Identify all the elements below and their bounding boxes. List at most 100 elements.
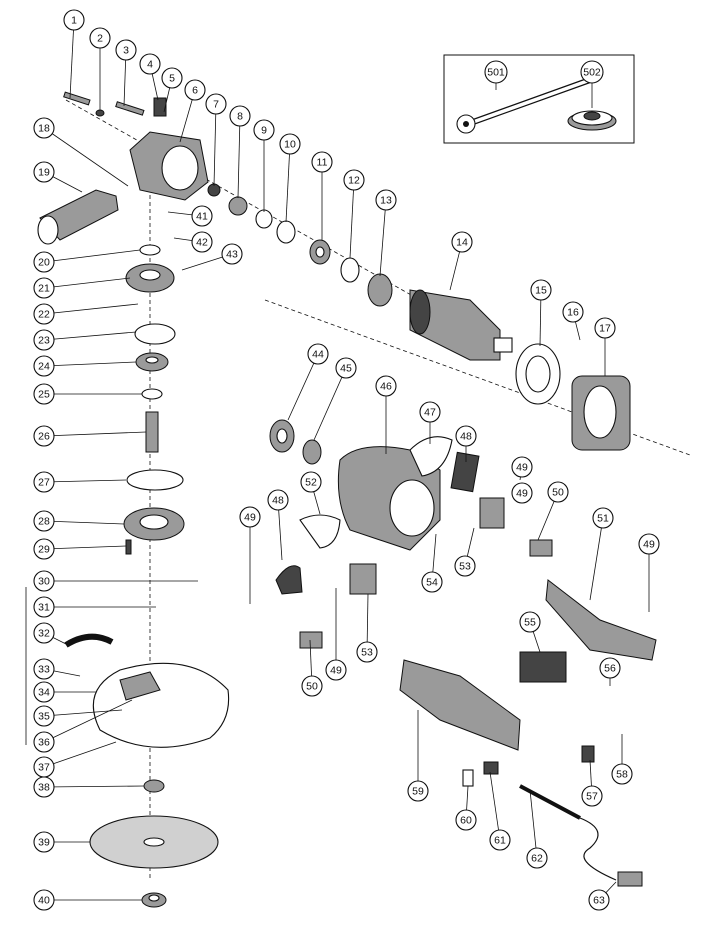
brush-holder-53-lower [349, 563, 377, 595]
part-number-label: 38 [38, 782, 50, 794]
accessory-callout-1: 502 [580, 60, 604, 108]
part-callout-13: 14 [449, 231, 473, 291]
bearing-24 [135, 352, 169, 372]
washer-9 [255, 209, 273, 229]
callout-circle [33, 355, 55, 377]
part-callout-10: 11 [311, 151, 333, 240]
part-number-label: 33 [38, 664, 50, 676]
callout-circle [89, 27, 111, 49]
callout-circle [33, 471, 55, 493]
part-callout-37: 38 [33, 776, 145, 798]
part-callout-5: 6 [179, 79, 206, 143]
callout-circle [454, 555, 476, 577]
part-number-label: 40 [38, 895, 50, 907]
part-number-label: 7 [213, 99, 219, 111]
callout-circle [33, 329, 55, 351]
handle-cover-51 [545, 579, 657, 661]
part-number-label: 2 [97, 33, 103, 45]
grinding-wheel-39 [89, 815, 219, 869]
part-number-label: 63 [593, 895, 605, 907]
wheel-nut-40 [141, 892, 167, 908]
callout-circle [33, 681, 55, 703]
callout-circle [455, 425, 477, 447]
wheel-nut [567, 110, 617, 131]
callout-circle [239, 506, 261, 528]
part-number-label: 46 [380, 381, 392, 393]
part-callout-69: 63 [588, 881, 617, 911]
bearing-45 [302, 439, 322, 465]
part-callout-22: 23 [33, 329, 137, 351]
callout-circle [419, 401, 441, 423]
cord-clip-57 [581, 745, 595, 763]
part-number-label: 17 [599, 323, 611, 335]
cord-63 [579, 817, 643, 887]
part-number-label: 19 [38, 167, 50, 179]
callout-circle [33, 570, 55, 592]
part-callout-23: 24 [33, 355, 137, 377]
gear-21 [125, 263, 175, 293]
part-callout-26: 27 [33, 471, 127, 493]
leader-line [213, 103, 217, 187]
part-number-label: 36 [38, 737, 50, 749]
carbon-brush-50-lower [299, 631, 323, 649]
callout-circle [33, 731, 55, 753]
gear-cover-6 [129, 131, 209, 201]
callout-circle [33, 510, 55, 532]
switch-55 [519, 651, 567, 683]
callout-circle [33, 831, 55, 853]
leader-line [43, 785, 145, 788]
cover-52 [299, 514, 341, 549]
part-number-label: 25 [38, 389, 50, 401]
part-number-label: 39 [38, 837, 50, 849]
callout-circle [407, 780, 429, 802]
handle-59 [399, 659, 521, 751]
callout-circle [33, 658, 55, 680]
part-callout-4: 5 [161, 67, 183, 113]
part-number-label: 22 [38, 309, 50, 321]
part-number-label: 35 [38, 711, 50, 723]
part-number-label: 4 [147, 59, 153, 71]
part-callout-18: 19 [33, 161, 83, 193]
part-number-label: 41 [196, 211, 208, 223]
callout-circle [33, 303, 55, 325]
part-number-label: 52 [305, 477, 317, 489]
part-number-label: 48 [460, 431, 472, 443]
part-number-label: 53 [459, 561, 471, 573]
callout-circle [356, 641, 378, 663]
part-number-label: 31 [38, 602, 50, 614]
callout-circle [161, 67, 183, 89]
callout-circle [33, 161, 55, 183]
part-callout-28: 29 [33, 538, 127, 560]
callout-circle [33, 622, 55, 644]
part-callout-19: 20 [33, 249, 141, 273]
part-callout-57: 52 [300, 471, 322, 515]
part-number-label: 9 [261, 125, 267, 137]
screw-29 [125, 539, 132, 555]
callout-circle [594, 317, 616, 339]
part-number-label: 42 [196, 237, 208, 249]
part-callout-7: 8 [229, 105, 251, 199]
part-callout-62: 56 [599, 657, 621, 686]
screw-3 [115, 101, 145, 116]
part-number-label: 5 [169, 73, 175, 85]
leader-line [349, 179, 355, 259]
part-callout-43: 44 [287, 343, 329, 421]
part-callout-38: 39 [33, 831, 90, 853]
callout-circle [191, 231, 213, 253]
leader-line [43, 520, 125, 525]
part-number-label: 54 [426, 577, 438, 589]
part-number-label: 62 [531, 853, 543, 865]
part-callout-42: 43 [181, 243, 243, 271]
part-callout-60: 54 [421, 533, 443, 593]
callout-circle [33, 277, 55, 299]
part-callout-15: 16 [562, 301, 584, 341]
leader-line [589, 517, 604, 601]
part-callout-45: 46 [375, 375, 397, 454]
part-callout-47: 48 [455, 425, 477, 462]
armature-14 [409, 289, 513, 361]
tube-60 [462, 769, 474, 787]
part-callout-0: 1 [63, 9, 85, 99]
accessory-box [443, 54, 635, 144]
part-number-label: 28 [38, 516, 50, 528]
part-number-label: 3 [123, 45, 129, 57]
